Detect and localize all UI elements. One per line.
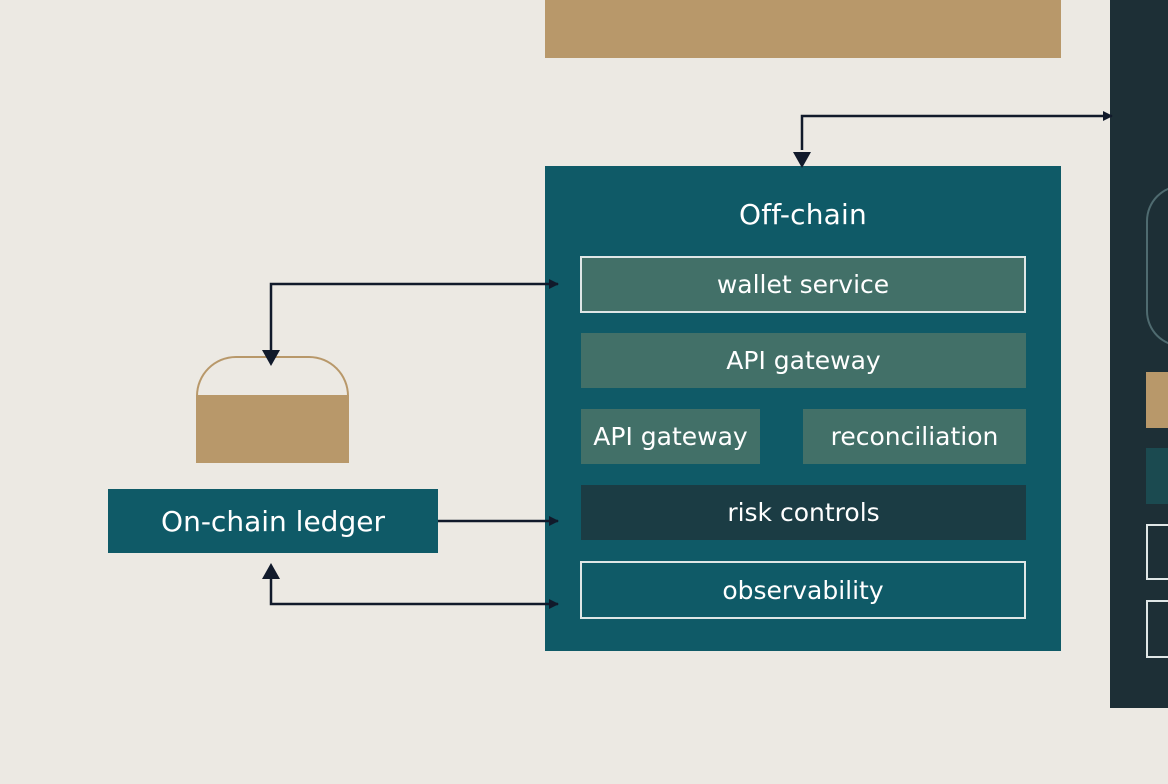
right-panel-teal-block xyxy=(1146,448,1168,504)
right-panel-outlined-box-2 xyxy=(1146,600,1168,658)
right-panel-tan-block xyxy=(1146,372,1168,428)
risk-controls-box: risk controls xyxy=(581,485,1026,540)
arrowhead-into-offchain xyxy=(793,152,811,168)
arrowhead-into-onchain xyxy=(262,563,280,579)
observability-box: observability xyxy=(580,561,1026,619)
arrowhead-into-database xyxy=(262,350,280,366)
reconciliation-box: reconciliation xyxy=(803,409,1026,464)
arrow-database-to-wallet-service xyxy=(269,279,559,350)
wallet-service-box: wallet service xyxy=(580,256,1026,313)
onchain-ledger-box: On-chain ledger xyxy=(108,489,438,553)
arrow-offchain-to-right-panel xyxy=(800,111,1113,150)
arrow-observability-to-onchain xyxy=(269,578,559,609)
api-gateway-box: API gateway xyxy=(581,333,1026,388)
right-panel-outlined-box-1 xyxy=(1146,524,1168,580)
offchain-title: Off-chain xyxy=(739,197,867,231)
top-banner-block xyxy=(545,0,1061,58)
right-panel xyxy=(1110,0,1168,708)
api-gateway-small-box: API gateway xyxy=(581,409,760,464)
database-icon xyxy=(196,395,349,463)
